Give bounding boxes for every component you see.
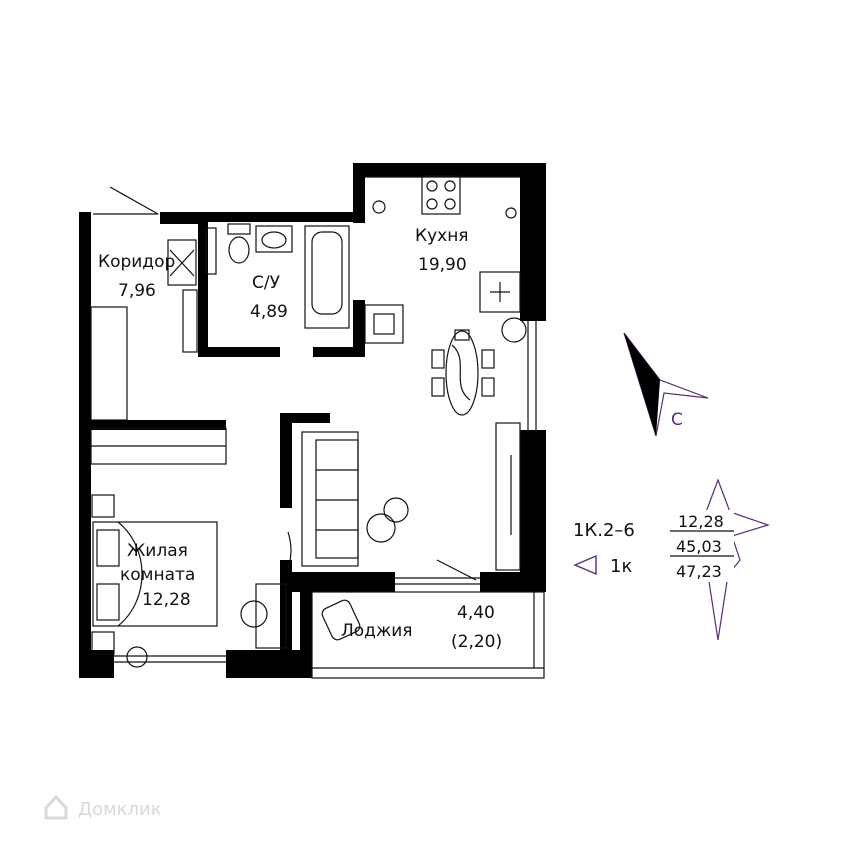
loggia-chair — [321, 599, 361, 641]
area-living: 12,28 — [678, 512, 724, 531]
watermark-text: Домклик — [78, 799, 162, 820]
corridor-area: 7,96 — [118, 281, 156, 301]
bathroom-area: 4,89 — [250, 302, 288, 322]
desk-chair — [240, 583, 287, 649]
corridor-shelf — [182, 289, 198, 353]
bed — [92, 521, 218, 627]
toilet — [227, 223, 251, 264]
entry-door-swing — [109, 186, 159, 215]
loggia-outline — [311, 591, 545, 679]
north-arrow-icon — [623, 332, 709, 437]
domclick-logo-icon — [44, 794, 68, 820]
sink — [255, 225, 293, 253]
tv-stand — [495, 422, 521, 571]
loggia-door-swing — [436, 559, 477, 581]
north-label: С — [671, 410, 683, 430]
kitchen-area: 19,90 — [418, 255, 467, 275]
loggia-area-reduced: (2,20) — [451, 632, 502, 652]
bath-rack — [205, 227, 217, 275]
unit-code: 1К.2–6 — [573, 520, 635, 541]
stove — [421, 175, 461, 215]
area-total: 45,03 — [676, 537, 722, 556]
corridor-name: Коридор — [98, 252, 175, 272]
walls — [79, 163, 546, 678]
dining-table — [431, 329, 495, 416]
bathroom-name: С/У — [252, 273, 281, 293]
unit-marker-icon — [573, 554, 597, 576]
kitchen-plant — [501, 317, 527, 343]
kitchen-name: Кухня — [415, 226, 469, 246]
living-area: 12,28 — [142, 590, 191, 610]
loggia-name: Лоджия — [341, 621, 413, 641]
fridge — [479, 271, 521, 313]
area-total-loggia: 47,23 — [676, 562, 722, 581]
shoe-cabinet — [167, 239, 197, 286]
coffee-table — [383, 497, 409, 523]
unit-type: 1к — [610, 556, 632, 577]
sofa — [301, 431, 359, 567]
wardrobe — [90, 306, 128, 421]
windows — [114, 321, 537, 663]
kitchen-sink — [364, 304, 404, 344]
bedroom-plant — [126, 646, 148, 668]
living-name-line2: комната — [120, 565, 195, 585]
bathtub — [304, 225, 350, 329]
living-name-line1: Жилая — [127, 541, 188, 561]
loggia-area: 4,40 — [457, 603, 495, 623]
